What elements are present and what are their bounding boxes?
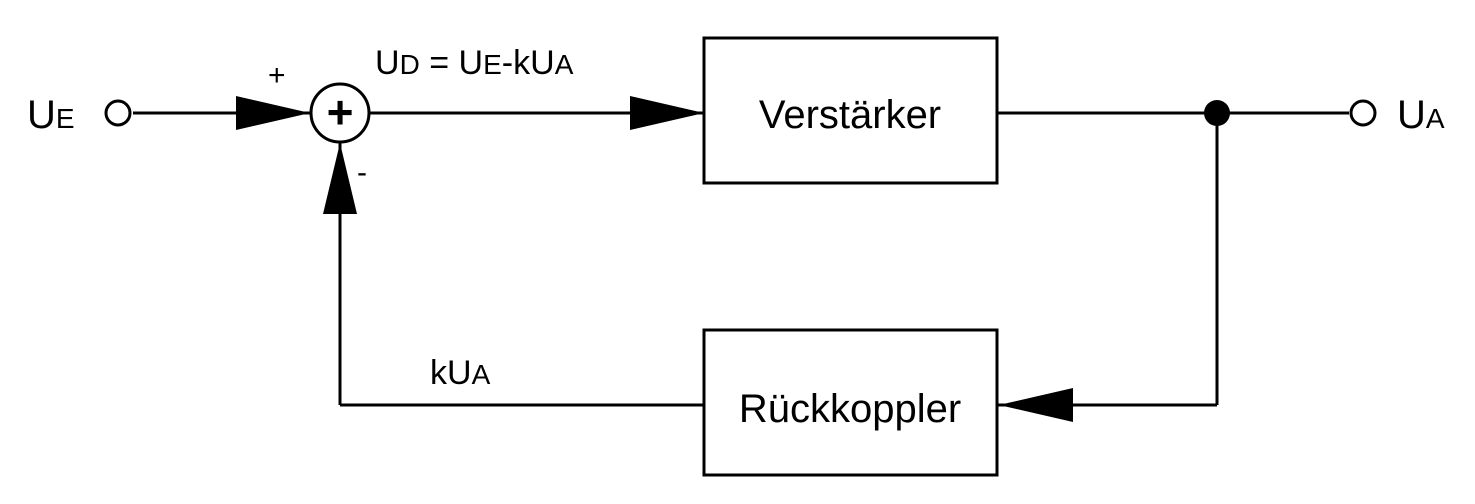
- feedback-entry-arrow: [999, 388, 1073, 422]
- eq-kua-sub: A: [555, 49, 574, 80]
- input-label-main: U: [27, 93, 56, 137]
- eq-ue-sub: E: [483, 49, 502, 80]
- eq-kua-main: -kU: [502, 44, 555, 82]
- input-label-sub: E: [56, 103, 75, 134]
- feedback-signal-main: kU: [430, 354, 472, 392]
- summing-plus-symbol: +: [327, 86, 354, 138]
- plus-sign-label: +: [268, 59, 286, 92]
- output-label: UA: [1397, 93, 1445, 137]
- junction-dot: [1204, 100, 1230, 126]
- eq-ue-main: U: [459, 44, 484, 82]
- summing-circle: [309, 82, 371, 144]
- input-arrow: [236, 96, 310, 130]
- feedback-up-arrow: [323, 143, 357, 214]
- output-terminal: [1349, 99, 1377, 127]
- summing-junction: +: [309, 82, 371, 144]
- minus-sign-label: -: [357, 156, 367, 189]
- amplifier-block: Verstärker: [702, 36, 999, 185]
- eq-ud-main: U: [375, 44, 400, 82]
- amplifier-label: Verstärker: [759, 93, 941, 137]
- output-label-main: U: [1397, 93, 1426, 137]
- difference-equation-label: UD = UE-kUA: [375, 44, 574, 82]
- feedback-signal-sub: A: [472, 359, 491, 390]
- output-label-sub: A: [1426, 103, 1445, 134]
- difference-arrow: [630, 96, 704, 130]
- feedback-signal-label: kUA: [430, 354, 491, 392]
- feedback-block: Rückkoppler: [702, 328, 999, 477]
- input-terminal: [104, 99, 132, 127]
- eq-equals: =: [420, 44, 459, 82]
- eq-ud-sub: D: [400, 49, 420, 80]
- signal-wires: [133, 111, 1349, 407]
- feedback-label: Rückkoppler: [739, 387, 961, 431]
- input-label: UE: [27, 93, 75, 137]
